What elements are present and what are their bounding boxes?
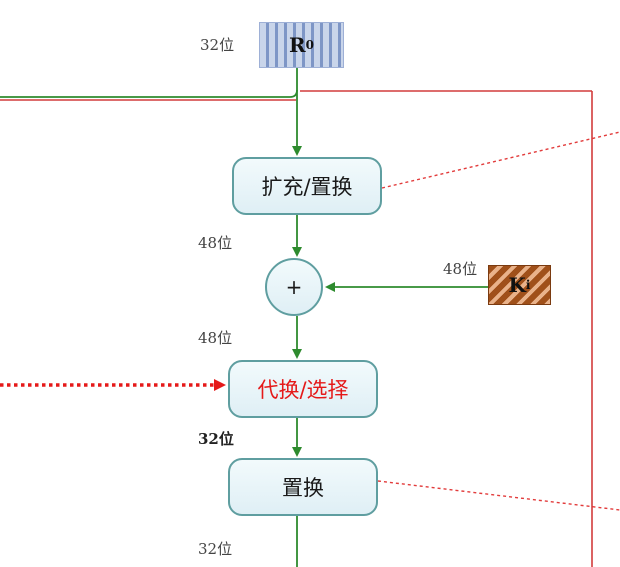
after-sbox-width-label: 32位 bbox=[198, 430, 234, 448]
dashed-link-perm bbox=[377, 480, 620, 511]
ki-label: K bbox=[508, 273, 526, 297]
xor-node: + bbox=[265, 258, 323, 316]
dashed-link-expand bbox=[381, 131, 620, 189]
expand-permute-node: 扩充/置换 bbox=[232, 157, 382, 215]
r0-width-label: 32位 bbox=[200, 36, 235, 54]
substitute-select-node: 代换/选择 bbox=[228, 360, 378, 418]
key-width-label: 48位 bbox=[443, 260, 478, 278]
permute-node: 置换 bbox=[228, 458, 378, 516]
after-perm-width-label: 32位 bbox=[198, 540, 233, 558]
r0-label: R bbox=[289, 33, 306, 57]
left-branch-green bbox=[0, 89, 298, 98]
after-expand-width-label: 48位 bbox=[198, 234, 233, 252]
after-xor-width-label: 48位 bbox=[198, 329, 233, 347]
r0-subscript: 0 bbox=[305, 38, 314, 52]
ki-subscript: i bbox=[525, 278, 531, 292]
